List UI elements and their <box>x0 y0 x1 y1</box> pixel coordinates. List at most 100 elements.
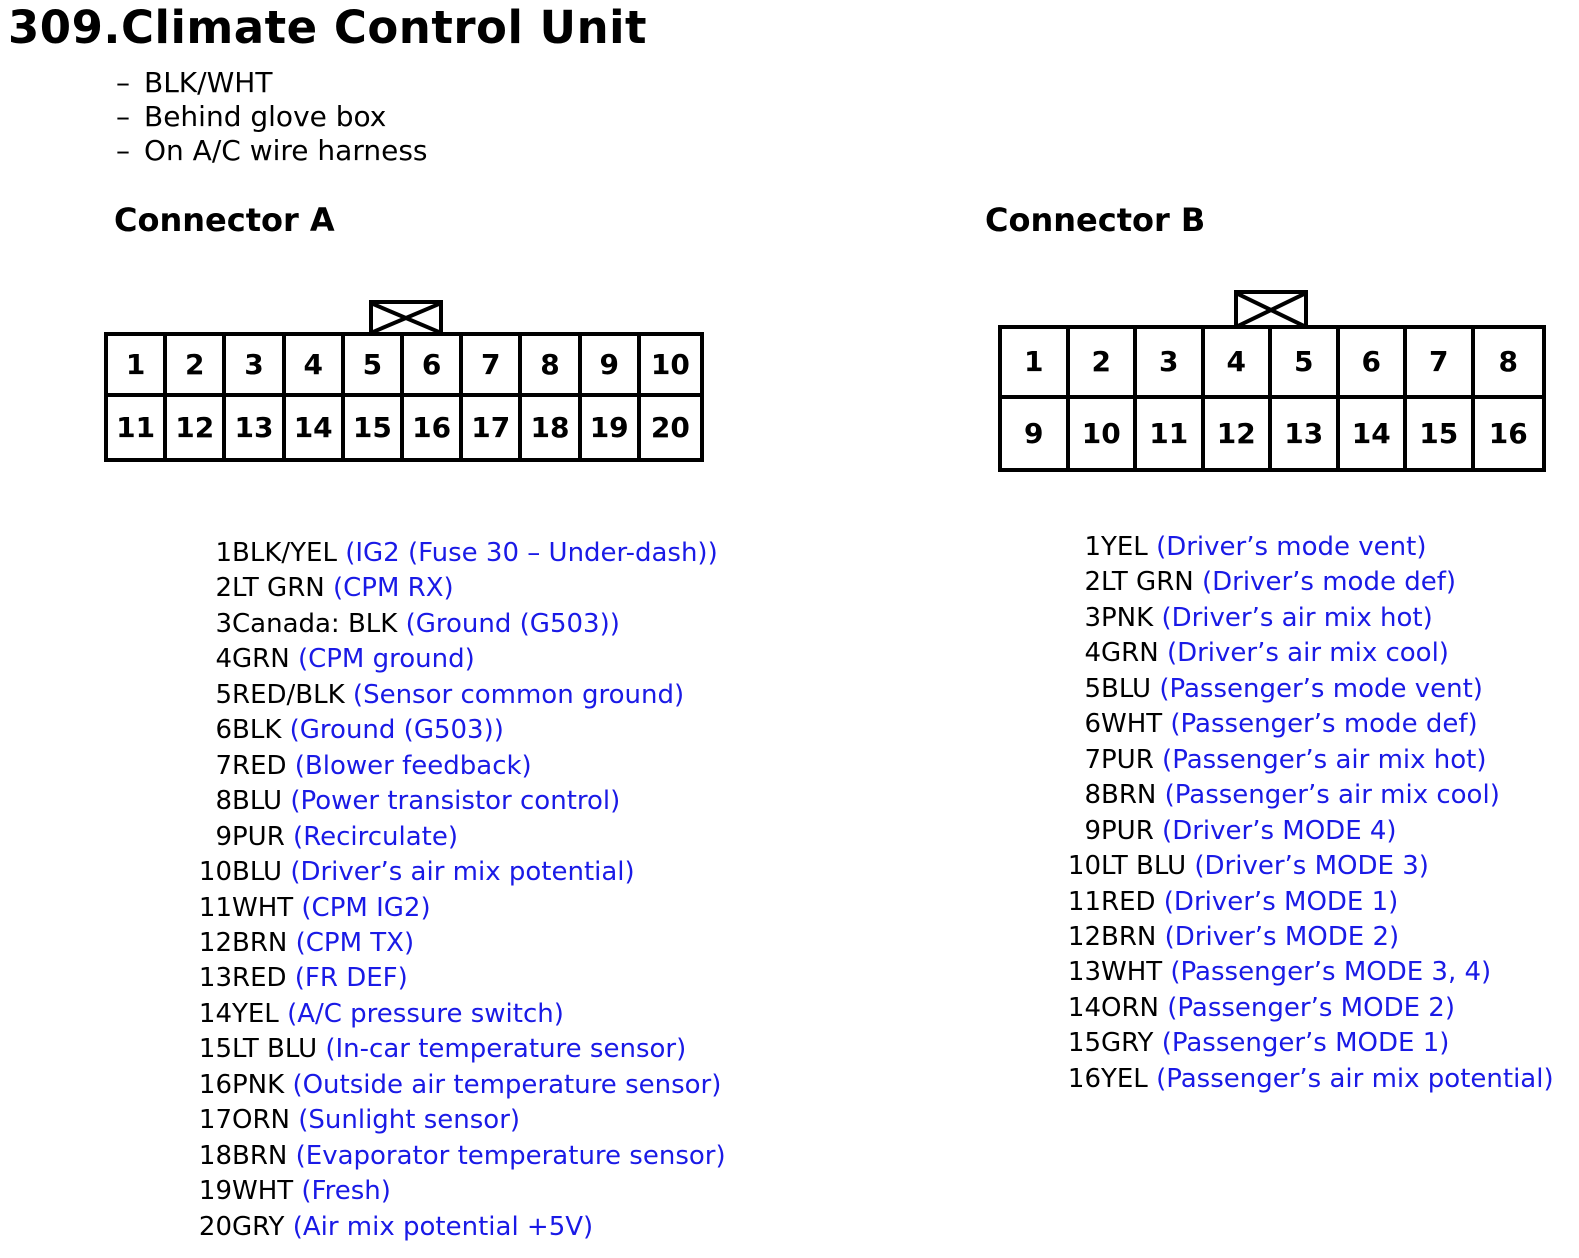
wire-color: LT GRN <box>232 573 325 604</box>
pin-cell: 9 <box>581 336 641 397</box>
pin-function: (Driver’s MODE 1) <box>1163 886 1399 917</box>
wire-color: LT BLU <box>232 1034 318 1065</box>
pin-number: 7 <box>215 750 232 781</box>
pin-function: (Evaporator temperature sensor) <box>295 1140 726 1171</box>
wire-color: LT GRN <box>1101 567 1194 598</box>
wire-color: Canada: BLK <box>232 608 398 639</box>
pin-cell: 20 <box>650 411 690 444</box>
pin-list-item: 8BRN (Passenger’s air mix cool) <box>1058 778 1554 813</box>
pin-function: (FR DEF) <box>294 963 408 994</box>
pin-cell: 12 <box>1205 398 1272 468</box>
pin-list-item: 4GRN (CPM ground) <box>190 642 726 677</box>
pin-list-item: 5BLU (Passenger’s mode vent) <box>1058 672 1554 707</box>
pin-cell: 1 <box>1002 329 1070 399</box>
wire-color: WHT <box>1101 709 1163 740</box>
pin-list-item: 9PUR (Recirculate) <box>190 820 726 855</box>
connector-b-title: Connector B <box>985 201 1206 239</box>
pin-function: (IG2 (Fuse 30 – Under-dash)) <box>345 538 718 568</box>
wire-color: BLU <box>1101 673 1152 704</box>
connector-a-pin-list: 1BLK/YEL (IG2 (Fuse 30 – Under-dash))2LT… <box>190 536 726 1245</box>
pin-list-item: 18BRN (Evaporator temperature sensor) <box>190 1139 726 1174</box>
pin-cell: 5 <box>1272 329 1340 399</box>
pin-function: (Sunlight sensor) <box>298 1105 521 1136</box>
pin-function: (CPM ground) <box>297 644 475 675</box>
pin-list-item: 10LT BLU (Driver’s MODE 3) <box>1058 849 1554 884</box>
wire-color: BRN <box>232 1140 288 1171</box>
pin-function: (Fresh) <box>301 1176 391 1207</box>
pin-number: 17 <box>198 1105 232 1136</box>
pin-cell: 10 <box>1070 398 1137 468</box>
pin-function: (Ground (G503)) <box>289 715 504 746</box>
pin-list-item: 1BLK/YEL (IG2 (Fuse 30 – Under-dash)) <box>190 536 726 571</box>
pin-list-item: 15GRY (Passenger’s MODE 1) <box>1058 1026 1554 1061</box>
pin-number: 1 <box>215 538 232 568</box>
wire-color: WHT <box>232 1176 294 1207</box>
pin-function: (Sensor common ground) <box>352 679 685 710</box>
pin-list-item: 14YEL (A/C pressure switch) <box>190 997 726 1032</box>
pin-cell: 2 <box>167 336 227 397</box>
pin-function: (CPM RX) <box>332 573 454 604</box>
pin-number: 18 <box>198 1140 232 1171</box>
pin-number: 11 <box>198 892 232 923</box>
pin-list-item: 11WHT (CPM IG2) <box>190 891 726 926</box>
wire-color: PUR <box>232 821 285 852</box>
pin-function: (Driver’s mode def) <box>1201 567 1457 598</box>
pin-function: (Passenger’s air mix hot) <box>1162 744 1487 775</box>
pin-cell: 19 <box>582 397 641 458</box>
pin-list-item: 9PUR (Driver’s MODE 4) <box>1058 814 1554 849</box>
wire-color: PNK <box>1101 602 1154 633</box>
wire-color: WHT <box>1101 957 1163 988</box>
pin-number: 12 <box>1067 921 1101 952</box>
pin-number: 2 <box>1084 567 1101 598</box>
pin-number: 6 <box>215 715 232 746</box>
pin-cell: 3 <box>226 336 286 397</box>
pin-cell: 6 <box>404 336 464 397</box>
wire-color: GRY <box>232 1211 285 1242</box>
pin-number: 10 <box>1067 851 1101 882</box>
pin-number: 16 <box>1067 1063 1101 1094</box>
pin-number: 16 <box>198 1069 232 1100</box>
pin-function: (Power transistor control) <box>290 786 621 817</box>
pin-function: (Passenger’s mode def) <box>1170 709 1478 740</box>
pin-function: (Driver’s MODE 2) <box>1164 921 1400 952</box>
pin-function: (Passenger’s MODE 1) <box>1161 1028 1450 1059</box>
pin-function: (Driver’s air mix potential) <box>290 857 635 888</box>
pin-number: 3 <box>215 608 232 639</box>
pin-cell: 12 <box>167 397 227 458</box>
pin-cell: 13 <box>1272 398 1340 468</box>
pin-list-item: 7PUR (Passenger’s air mix hot) <box>1058 743 1554 778</box>
pin-cell: 9 <box>1002 398 1070 468</box>
pin-list-item: 14ORN (Passenger’s MODE 2) <box>1058 991 1554 1026</box>
pin-function: (Recirculate) <box>293 821 458 852</box>
pin-list-item: 8BLU (Power transistor control) <box>190 784 726 819</box>
unit-info-item: –On A/C wire harness <box>116 134 428 167</box>
wire-color: BLU <box>232 857 283 888</box>
pin-list-item: 2LT GRN (Driver’s mode def) <box>1058 565 1554 600</box>
pin-number: 8 <box>215 786 232 817</box>
unit-info-list: –BLK/WHT –Behind glove box –On A/C wire … <box>116 66 428 168</box>
connector-latch-icon <box>1234 290 1308 330</box>
pin-list-item: 11RED (Driver’s MODE 1) <box>1058 885 1554 920</box>
wire-color: RED <box>1101 886 1156 917</box>
pin-list-item: 13WHT (Passenger’s MODE 3, 4) <box>1058 955 1554 990</box>
pin-number: 19 <box>198 1176 232 1207</box>
pin-list-item: 12BRN (Driver’s MODE 2) <box>1058 920 1554 955</box>
wire-color: BRN <box>1101 921 1157 952</box>
pin-number: 5 <box>1084 673 1101 704</box>
wire-color: PUR <box>1101 744 1154 775</box>
pin-list-item: 1YEL (Driver’s mode vent) <box>1058 530 1554 565</box>
pin-cell: 11 <box>1137 398 1205 468</box>
pin-list-item: 15LT BLU (In-car temperature sensor) <box>190 1032 726 1067</box>
wire-color: YEL <box>232 998 279 1029</box>
pin-list-item: 2LT GRN (CPM RX) <box>190 571 726 606</box>
unit-info-item: –Behind glove box <box>116 100 387 133</box>
pin-list-item: 19WHT (Fresh) <box>190 1174 726 1209</box>
wire-color: RED/BLK <box>232 679 345 710</box>
pin-number: 11 <box>1067 886 1101 917</box>
wire-color: WHT <box>232 892 294 923</box>
pin-function: (Ground (G503)) <box>405 608 620 639</box>
pin-number: 9 <box>215 821 232 852</box>
pin-number: 13 <box>1067 957 1101 988</box>
